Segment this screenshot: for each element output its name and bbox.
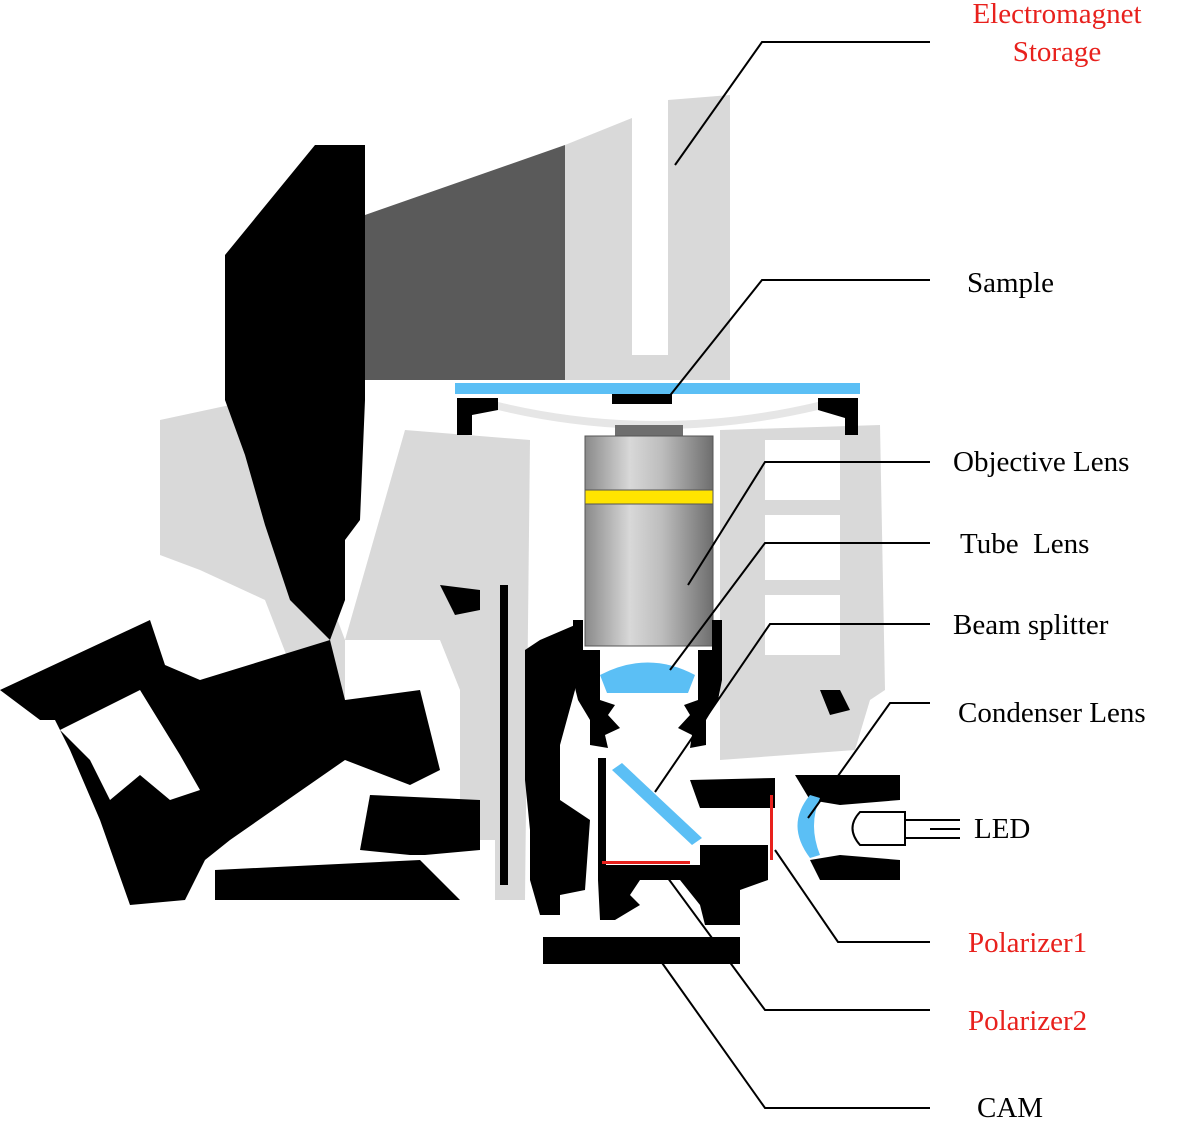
electromagnet-storage	[365, 95, 730, 380]
leader-condenser	[807, 702, 930, 819]
condenser-housing	[795, 775, 900, 880]
stage-foot-right	[818, 398, 858, 435]
left-gray-housing	[160, 405, 530, 900]
leader-tube-lens	[669, 542, 930, 671]
beam-splitter-housing	[598, 758, 775, 925]
right-gray-housing	[720, 425, 885, 760]
objective-yellow-band	[584, 489, 714, 505]
right-housing-windows	[765, 440, 840, 655]
camera-sensor	[543, 937, 740, 964]
frame-cutout-left	[60, 690, 200, 800]
magnet-dark-block	[365, 145, 565, 380]
magnet-gray-block	[565, 95, 730, 380]
leader-polarizer1	[774, 849, 930, 943]
tube-lens-assembly	[573, 620, 722, 748]
leader-cam	[659, 959, 930, 1109]
label-sample: Sample	[967, 267, 1054, 299]
leader-polarizer2	[661, 869, 930, 1011]
labels: Electromagnet Storage Sample Objective L…	[953, 0, 1146, 1123]
polarizer2-red	[602, 861, 690, 864]
leader-lines	[654, 41, 960, 1109]
label-storage: Storage	[1013, 36, 1102, 68]
leader-sample	[667, 279, 930, 399]
label-tube-lens: Tube Lens	[960, 528, 1089, 560]
sample-glass	[455, 383, 860, 394]
stage-arc	[498, 402, 818, 429]
label-polarizer2: Polarizer2	[968, 1005, 1087, 1037]
led	[851, 811, 960, 846]
label-polarizer1: Polarizer1	[968, 927, 1087, 959]
label-beam-splitter: Beam splitter	[953, 609, 1109, 641]
stage-foot-left	[457, 398, 498, 435]
label-electromagnet: Electromagnet	[972, 0, 1141, 30]
sample-holder	[612, 394, 672, 404]
leader-beam-splitter	[654, 623, 930, 793]
sample-stage	[455, 383, 860, 435]
leader-electromagnet	[674, 41, 930, 166]
led-bracket	[820, 690, 850, 715]
label-condenser-lens: Condenser Lens	[958, 697, 1146, 729]
tube-lens	[600, 662, 695, 693]
label-led: LED	[974, 813, 1030, 845]
objective-lens	[584, 425, 714, 647]
black-frame	[0, 145, 590, 915]
polarizer1-red	[770, 795, 773, 860]
beam-splitter	[612, 763, 702, 845]
label-objective-lens: Objective Lens	[953, 446, 1129, 478]
label-cam: CAM	[977, 1092, 1043, 1123]
leader-objective	[687, 461, 930, 586]
